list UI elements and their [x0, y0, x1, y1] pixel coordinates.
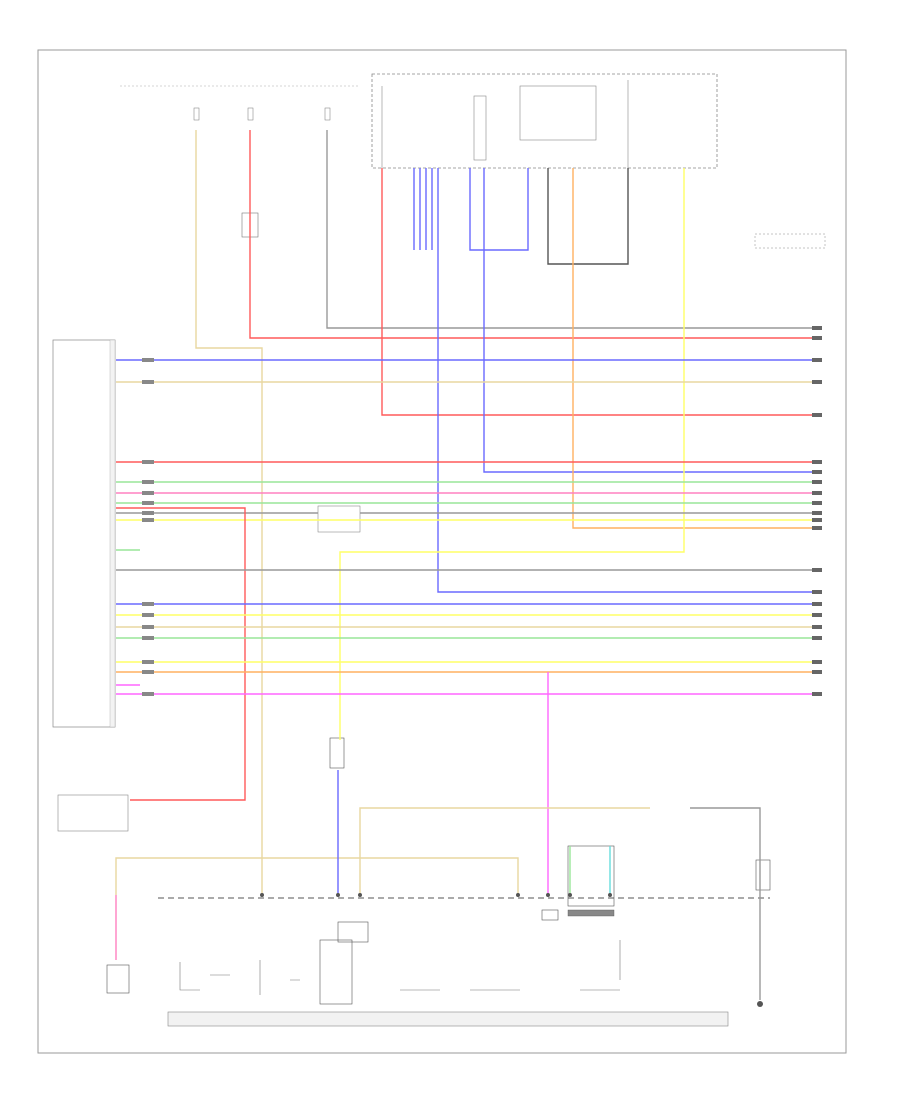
connector-pin-right	[812, 518, 822, 522]
wire-blue-10	[483, 168, 812, 473]
wire-color-tag	[142, 518, 154, 522]
splice-point	[608, 893, 612, 897]
connector-pin-right	[812, 358, 822, 362]
connector-pin-right	[812, 491, 822, 495]
connector-pin-right	[812, 636, 822, 640]
ground-symbol	[757, 1001, 763, 1007]
switch-center	[317, 505, 361, 533]
wire-orange-12	[572, 168, 812, 529]
wire-tag-group	[142, 326, 822, 897]
connector-pin-right	[812, 590, 822, 594]
wire-red-23	[116, 507, 246, 801]
fuse-2	[247, 107, 254, 121]
connector-pin-right	[812, 480, 822, 484]
connector-pin-right	[812, 460, 822, 464]
connector-pin-right	[812, 602, 822, 606]
fuse-3	[324, 107, 331, 121]
connector-pin-right	[812, 526, 822, 530]
splice-point	[568, 893, 572, 897]
splice-point	[516, 893, 520, 897]
relay-center	[329, 737, 345, 769]
wire-color-tag	[142, 602, 154, 606]
connector-pin-right	[812, 692, 822, 696]
wire-color-tag	[142, 625, 154, 629]
wire-darkgray-11	[547, 168, 629, 265]
connector-pin-right	[812, 613, 822, 617]
connector-pin-right	[812, 413, 822, 417]
connector-pin-right	[812, 660, 822, 664]
connector-pin-right	[812, 511, 822, 515]
control-module	[158, 845, 770, 1027]
wire-color-tag	[142, 613, 154, 617]
sensor-relay-bottom-left	[106, 964, 130, 994]
wire-color-tag	[142, 660, 154, 664]
connector-pin-right	[812, 326, 822, 330]
wire-tan-37	[115, 857, 519, 895]
connector-pin-right	[812, 625, 822, 629]
wire-color-tag	[142, 511, 154, 515]
splice-point	[358, 893, 362, 897]
page-border	[37, 49, 847, 1054]
wire-red-3	[381, 168, 812, 416]
wire-tan-0	[195, 130, 263, 895]
wire-gray-36	[690, 807, 761, 1000]
connector-pin-right	[812, 568, 822, 572]
splice-point	[546, 893, 550, 897]
connector-pin-right	[812, 470, 822, 474]
wire-color-tag	[142, 491, 154, 495]
wire-color-tag	[142, 358, 154, 362]
wire-color-tag	[142, 480, 154, 484]
wire-blue-8	[437, 168, 812, 593]
wire-color-tag	[142, 460, 154, 464]
wire-color-tag	[142, 636, 154, 640]
relay-right	[755, 859, 771, 891]
connector-pin-right	[812, 670, 822, 674]
wire-gray-2	[326, 130, 812, 329]
wire-color-tag	[142, 501, 154, 505]
connector-pin-right	[812, 501, 822, 505]
wire-color-tag	[142, 692, 154, 696]
wire-color-tag	[142, 670, 154, 674]
fuse-relay-right	[754, 233, 826, 249]
connector-pin-right	[812, 380, 822, 384]
wire-color-tag	[142, 380, 154, 384]
wire-group	[115, 130, 812, 1000]
connector-pin-right	[812, 336, 822, 340]
wire-red-1	[249, 130, 812, 339]
wire-yellow-13	[339, 168, 685, 740]
underhood-relay-box	[371, 73, 718, 169]
splice-point	[336, 893, 340, 897]
top-fuse-group	[120, 85, 826, 249]
splice-point	[260, 893, 264, 897]
ecm-connector	[52, 339, 116, 728]
wire-blue-9	[469, 168, 529, 251]
fuse-1	[193, 107, 200, 121]
sensor-module-left	[57, 794, 129, 832]
wire-tan-35	[359, 807, 650, 895]
